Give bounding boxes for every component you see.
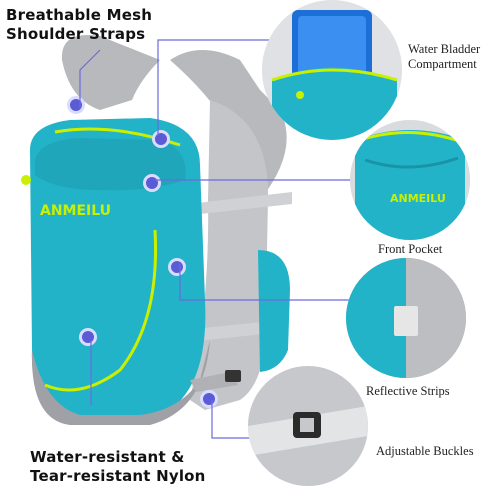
marker-buckle bbox=[200, 390, 218, 408]
water-bladder-closeup-icon bbox=[262, 0, 402, 140]
mesh-straps-line-2: Shoulder Straps bbox=[6, 25, 146, 43]
marker-nylon bbox=[79, 328, 97, 346]
marker-bladder bbox=[152, 130, 170, 148]
bladder-label-line-1: Water Bladder bbox=[408, 42, 481, 56]
marker-side-reflective bbox=[168, 258, 186, 276]
reflective-strip-closeup-icon bbox=[346, 258, 466, 378]
brand-logo: ANMEILU bbox=[40, 203, 111, 219]
feature-label-reflective: Reflective Strips bbox=[366, 384, 450, 398]
main-body bbox=[30, 118, 206, 420]
left-shoulder-strap bbox=[61, 35, 160, 110]
zipper-pull bbox=[21, 175, 31, 185]
nylon-line-1: Water-resistant & bbox=[30, 448, 185, 466]
feature-label-bladder: Water Bladder Compartment bbox=[408, 42, 480, 72]
side-pocket bbox=[258, 250, 290, 372]
buckle-closeup-icon bbox=[248, 366, 368, 486]
side-strap bbox=[180, 192, 292, 216]
nylon-line-2: Tear-resistant Nylon bbox=[30, 467, 206, 485]
mesh-straps-line-1: Breathable Mesh bbox=[6, 6, 153, 24]
feature-label-front-pocket: Front Pocket bbox=[378, 242, 443, 256]
buckle bbox=[225, 370, 241, 382]
lower-side-strap bbox=[185, 320, 282, 342]
marker-front-pocket bbox=[143, 174, 161, 192]
svg-text:ANMEILU: ANMEILU bbox=[390, 192, 446, 205]
reflective-curve bbox=[44, 229, 158, 392]
nylon-callout: Water-resistant & Tear-resistant Nylon bbox=[30, 448, 206, 486]
bladder-label-line-2: Compartment bbox=[408, 57, 477, 71]
feature-label-buckles: Adjustable Buckles bbox=[376, 444, 474, 458]
mesh-straps-callout: Breathable Mesh Shoulder Straps bbox=[6, 6, 152, 44]
front-pocket-closeup-icon: ANMEILU bbox=[350, 120, 470, 240]
